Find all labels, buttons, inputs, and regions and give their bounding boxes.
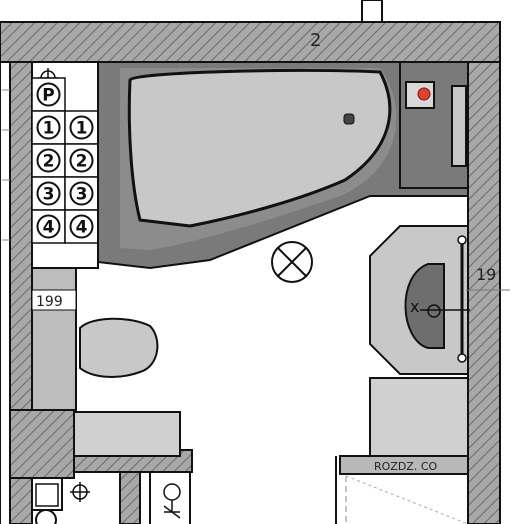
washbasin: x 19 bbox=[369, 225, 510, 375]
lower-left-unit bbox=[73, 411, 181, 457]
wall-top-label: 2 bbox=[310, 30, 321, 51]
tap-icon bbox=[405, 81, 435, 109]
valve-icon-2 bbox=[70, 482, 90, 502]
riser-marker-label: 1 bbox=[76, 119, 88, 139]
towel-rail bbox=[451, 85, 467, 167]
washbasin-bowl bbox=[404, 263, 445, 349]
riser-marker-circle bbox=[36, 148, 61, 173]
shaft-marker-icon bbox=[35, 509, 57, 524]
riser-marker-label: 2 bbox=[43, 152, 55, 172]
riser-marker-label: 2 bbox=[76, 152, 88, 172]
riser-marker-label: P bbox=[42, 86, 54, 106]
riser-marker-circle bbox=[36, 115, 61, 140]
svg-text:x: x bbox=[410, 297, 419, 316]
wall-left-outer bbox=[9, 61, 33, 413]
bathtub bbox=[97, 61, 469, 270]
gas-valve-icon bbox=[163, 483, 181, 519]
riser-marker-label: 3 bbox=[43, 185, 55, 205]
drain-icon bbox=[343, 113, 355, 125]
riser-marker-circle bbox=[69, 148, 94, 173]
cabinet: ROZDZ. CO bbox=[339, 377, 469, 524]
wall-top bbox=[0, 21, 501, 63]
riser-marker-circle bbox=[36, 82, 61, 107]
riser-marker-label: 1 bbox=[43, 119, 55, 139]
riser-marker-circle bbox=[69, 115, 94, 140]
riser-marker-label: 4 bbox=[76, 218, 88, 238]
riser-marker-circle bbox=[69, 214, 94, 239]
left-corridor: 199 bbox=[31, 267, 77, 411]
wall-bottom-pillar bbox=[9, 477, 33, 524]
bottom-shaft bbox=[31, 456, 337, 524]
right-dimension-label: 19 bbox=[476, 265, 496, 284]
installation-shaft: P 1 1 2 2 3 3 4 4 bbox=[31, 61, 99, 269]
ceiling-light-icon bbox=[271, 241, 313, 283]
wall-right bbox=[467, 61, 501, 524]
riser-marker-circle bbox=[36, 214, 61, 239]
cabinet-label: ROZDZ. CO bbox=[374, 460, 438, 473]
left-dimension-label: 199 bbox=[36, 294, 63, 310]
riser-marker-circle bbox=[69, 181, 94, 206]
bathtub-basin bbox=[127, 68, 392, 228]
wall-left-lower bbox=[9, 409, 75, 479]
toilet bbox=[79, 317, 159, 378]
riser-marker-circle bbox=[36, 181, 61, 206]
riser-marker-label: 4 bbox=[43, 218, 55, 238]
walls: 2 bbox=[0, 0, 501, 524]
wall-top-stub bbox=[361, 0, 383, 23]
wall-bottom-door-jamb bbox=[119, 471, 141, 524]
riser-marker-label: 3 bbox=[76, 185, 88, 205]
